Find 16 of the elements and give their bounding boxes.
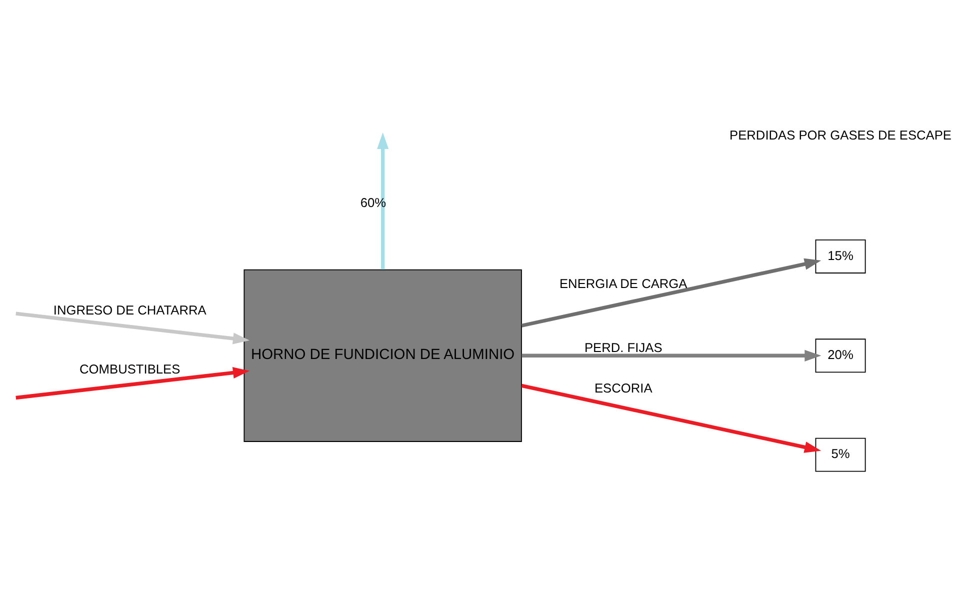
node-box: 15% — [815, 239, 866, 274]
node-box: 5% — [815, 438, 866, 472]
edge-label: PERD. FIJAS — [584, 340, 662, 356]
arrow — [16, 312, 250, 344]
arrow — [16, 366, 250, 400]
edge-label: COMBUSTIBLES — [80, 361, 180, 376]
node-box: HORNO DE FUNDICION DE ALUMINIO — [244, 269, 522, 442]
arrow — [521, 384, 822, 453]
edge-label: 60% — [360, 195, 386, 210]
edge-label: ENERGIA DE CARGA — [559, 276, 688, 291]
edge-label: INGRESO DE CHATARRA — [53, 302, 206, 318]
edge-label: ESCORIA — [594, 380, 652, 396]
arrow — [522, 350, 822, 362]
node-box: 20% — [815, 338, 866, 373]
arrow — [521, 258, 822, 328]
label: PERDIDAS POR GASES DE ESCAPE — [730, 128, 952, 143]
